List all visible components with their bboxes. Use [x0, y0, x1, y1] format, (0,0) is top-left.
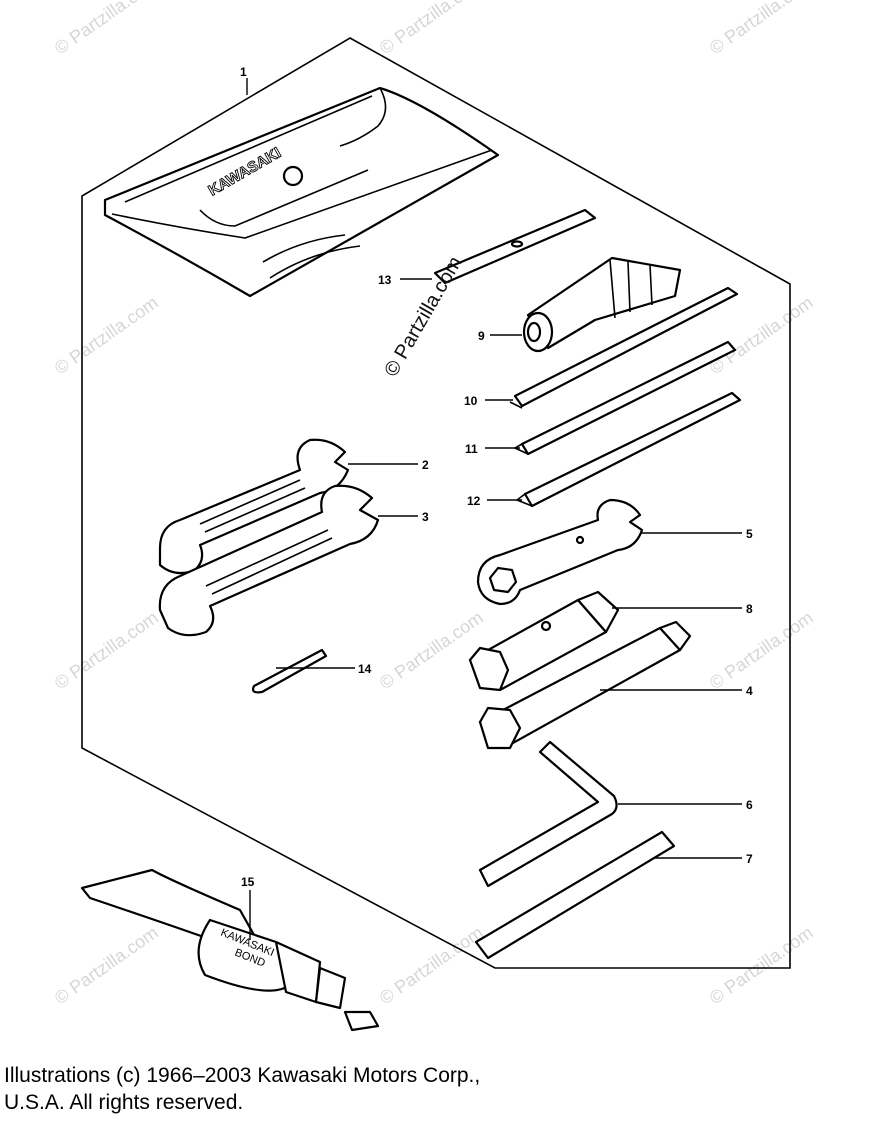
callout-14: 14 [358, 662, 372, 676]
hex-key-l [478, 740, 618, 888]
callouts: 1 13 9 10 11 12 2 3 5 8 4 6 7 14 15 [240, 65, 753, 889]
tool-pouch: KAWASAKI [103, 86, 500, 298]
kit-outline [81, 37, 791, 969]
callout-13: 13 [378, 273, 392, 287]
screwdriver-bit-phillips-large [515, 391, 742, 508]
callout-8: 8 [746, 602, 753, 616]
hex-bar [474, 830, 676, 960]
watermark: © Partzilla.com [706, 607, 817, 693]
callout-1: 1 [240, 65, 247, 79]
callout-6: 6 [746, 798, 753, 812]
watermark: © Partzilla.com [376, 607, 487, 693]
callout-7: 7 [746, 852, 753, 866]
watermark: © Partzilla.com [51, 292, 162, 378]
callout-11: 11 [465, 442, 478, 456]
watermark: © Partzilla.com [51, 607, 162, 693]
callout-12: 12 [467, 494, 481, 508]
watermark: © Partzilla.com [376, 0, 487, 58]
callout-15: 15 [241, 875, 255, 889]
callout-4: 4 [746, 684, 753, 698]
parts-diagram: © Partzilla.com © Partzilla.com © Partzi… [51, 0, 817, 1032]
bond-tube: KAWASAKI BOND [80, 868, 380, 1032]
small-pin [251, 648, 328, 694]
callout-3: 3 [422, 510, 429, 524]
watermark: © Partzilla.com [376, 922, 487, 1008]
watermark: © Partzilla.com [706, 292, 817, 378]
leader-lines [246, 78, 742, 940]
callout-2: 2 [422, 458, 429, 472]
callout-5: 5 [746, 527, 753, 541]
watermark: © Partzilla.com [706, 0, 817, 58]
center-watermark: © Partzilla.com [380, 253, 466, 381]
callout-10: 10 [464, 394, 478, 408]
combination-wrench [476, 498, 644, 606]
spark-plug-wrench [468, 590, 620, 692]
watermark: © Partzilla.com [51, 0, 162, 58]
screwdriver-bit-phillips-small [513, 340, 737, 456]
callout-9: 9 [478, 329, 485, 343]
flat-blade-tool [433, 208, 597, 285]
screwdriver-handle [522, 256, 682, 353]
copyright-line-1: Illustrations (c) 1966–2003 Kawasaki Mot… [4, 1064, 481, 1087]
screwdriver-bit-flat [509, 286, 739, 409]
open-end-wrench-large [158, 484, 380, 637]
socket-bar [478, 620, 692, 750]
watermark: © Partzilla.com [706, 922, 817, 1008]
copyright-notice: Illustrations (c) 1966–2003 Kawasaki Mot… [4, 1062, 480, 1116]
copyright-line-2: U.S.A. All rights reserved. [4, 1091, 244, 1114]
watermark: © Partzilla.com [51, 922, 162, 1008]
